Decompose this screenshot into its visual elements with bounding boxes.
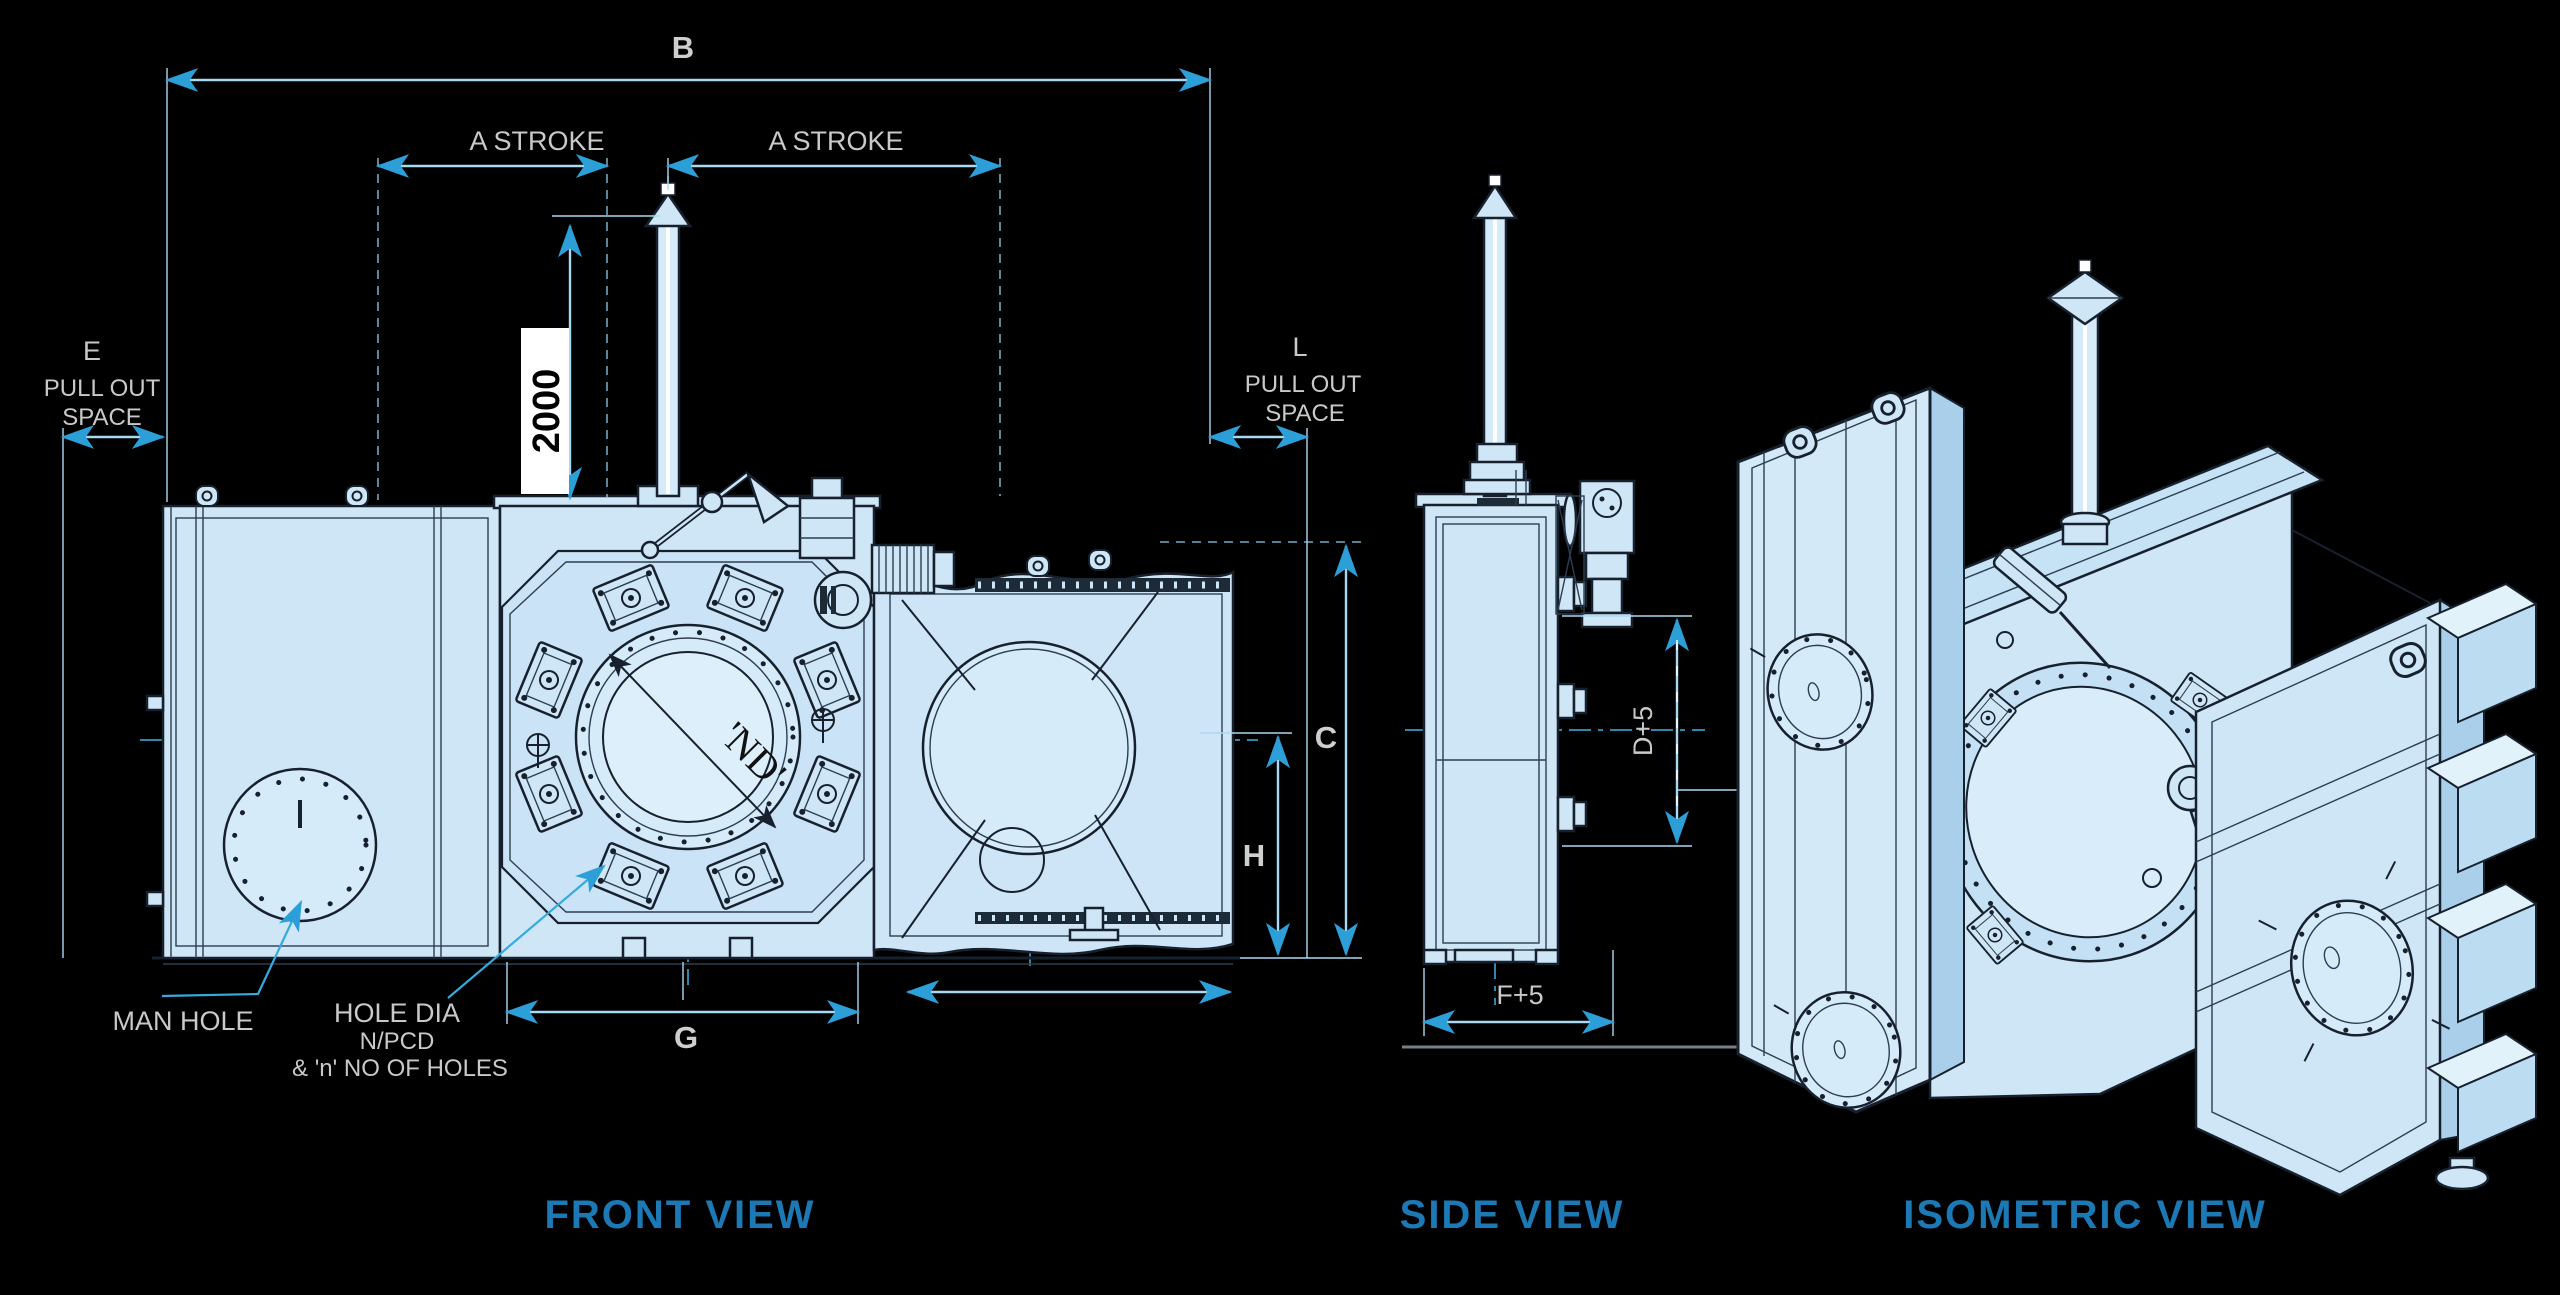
iso-right-slab bbox=[2194, 582, 2539, 1197]
dim-l-line2: PULL OUT bbox=[1245, 371, 1362, 398]
bolt-holes-line1: HOLE DIA bbox=[334, 998, 460, 1028]
iso-left-slab bbox=[1736, 385, 1965, 1114]
gate-disc bbox=[921, 640, 1137, 893]
manhole-leader bbox=[161, 900, 302, 998]
dim-e-line2: PULL OUT bbox=[44, 375, 161, 402]
iso-gag-cylinder bbox=[1992, 546, 2068, 614]
manhole-circle bbox=[222, 767, 378, 923]
dim-e-letter: E bbox=[83, 336, 101, 366]
dim-2000-label: 2000 bbox=[526, 369, 568, 454]
isometric-view-title: ISOMETRIC VIEW bbox=[1903, 1193, 2267, 1237]
front-right-section bbox=[872, 549, 1235, 956]
isometric-view: ISOMETRIC VIEW bbox=[1736, 259, 2539, 1237]
motor-fins bbox=[870, 543, 956, 595]
dim-f5-label: F+5 bbox=[1496, 980, 1543, 1010]
bolt-holes-line3: & 'n' NO OF HOLES bbox=[292, 1055, 508, 1082]
bevel-gear-housing bbox=[813, 570, 873, 630]
handwheel bbox=[1562, 492, 1578, 548]
dim-b-label: B bbox=[672, 30, 694, 65]
front-callouts: MAN HOLE HOLE DIA N/PCD & 'n' NO OF HOLE… bbox=[112, 864, 606, 1082]
dim-g-label: G bbox=[674, 1020, 698, 1055]
dim-l-line3: SPACE bbox=[1265, 400, 1345, 427]
front-view: 'ND' bbox=[44, 30, 1362, 1237]
dim-e-line3: SPACE bbox=[62, 404, 142, 431]
dim-h-label: H bbox=[1243, 838, 1265, 873]
bolt-holes-leader bbox=[447, 864, 606, 999]
front-left-panel bbox=[145, 485, 502, 960]
front-stem bbox=[636, 182, 700, 508]
front-dimensions: B A STROKE A STROKE 2000 E PULL OUT SPAC… bbox=[44, 30, 1362, 1055]
dim-l-letter: L bbox=[1292, 332, 1307, 362]
iso-manhole-lower bbox=[1773, 991, 1902, 1109]
bolt-holes-line2: N/PCD bbox=[360, 1028, 435, 1055]
dim-stroke-right-label: A STROKE bbox=[768, 126, 903, 156]
stem-tip-arrow bbox=[643, 191, 693, 228]
iso-flange-boxes bbox=[2425, 582, 2539, 1154]
front-actuator bbox=[640, 470, 956, 630]
dim-stroke-left-label: A STROKE bbox=[469, 126, 604, 156]
dim-c-label: C bbox=[1315, 720, 1337, 755]
side-stem bbox=[1462, 174, 1532, 505]
iso-stem bbox=[1992, 259, 2125, 669]
gag-lever bbox=[640, 470, 791, 560]
side-body bbox=[1414, 492, 1588, 966]
iso-manhole-upper bbox=[1749, 633, 1874, 751]
side-view: F+5 D+5 SIDE VIEW bbox=[1400, 174, 1793, 1237]
dim-d5-label: D+5 bbox=[1628, 706, 1658, 756]
side-dimensions: F+5 D+5 bbox=[1421, 615, 1793, 1036]
side-actuator bbox=[1555, 479, 1636, 629]
iso-manhole-right bbox=[2258, 860, 2451, 1062]
manhole-label: MAN HOLE bbox=[112, 1006, 253, 1036]
front-view-title: FRONT VIEW bbox=[544, 1193, 815, 1237]
front-middle-section: 'ND' bbox=[492, 494, 882, 960]
side-view-title: SIDE VIEW bbox=[1400, 1193, 1625, 1237]
jack-bolt-left bbox=[526, 733, 550, 768]
jack-bolt-right bbox=[811, 708, 835, 743]
